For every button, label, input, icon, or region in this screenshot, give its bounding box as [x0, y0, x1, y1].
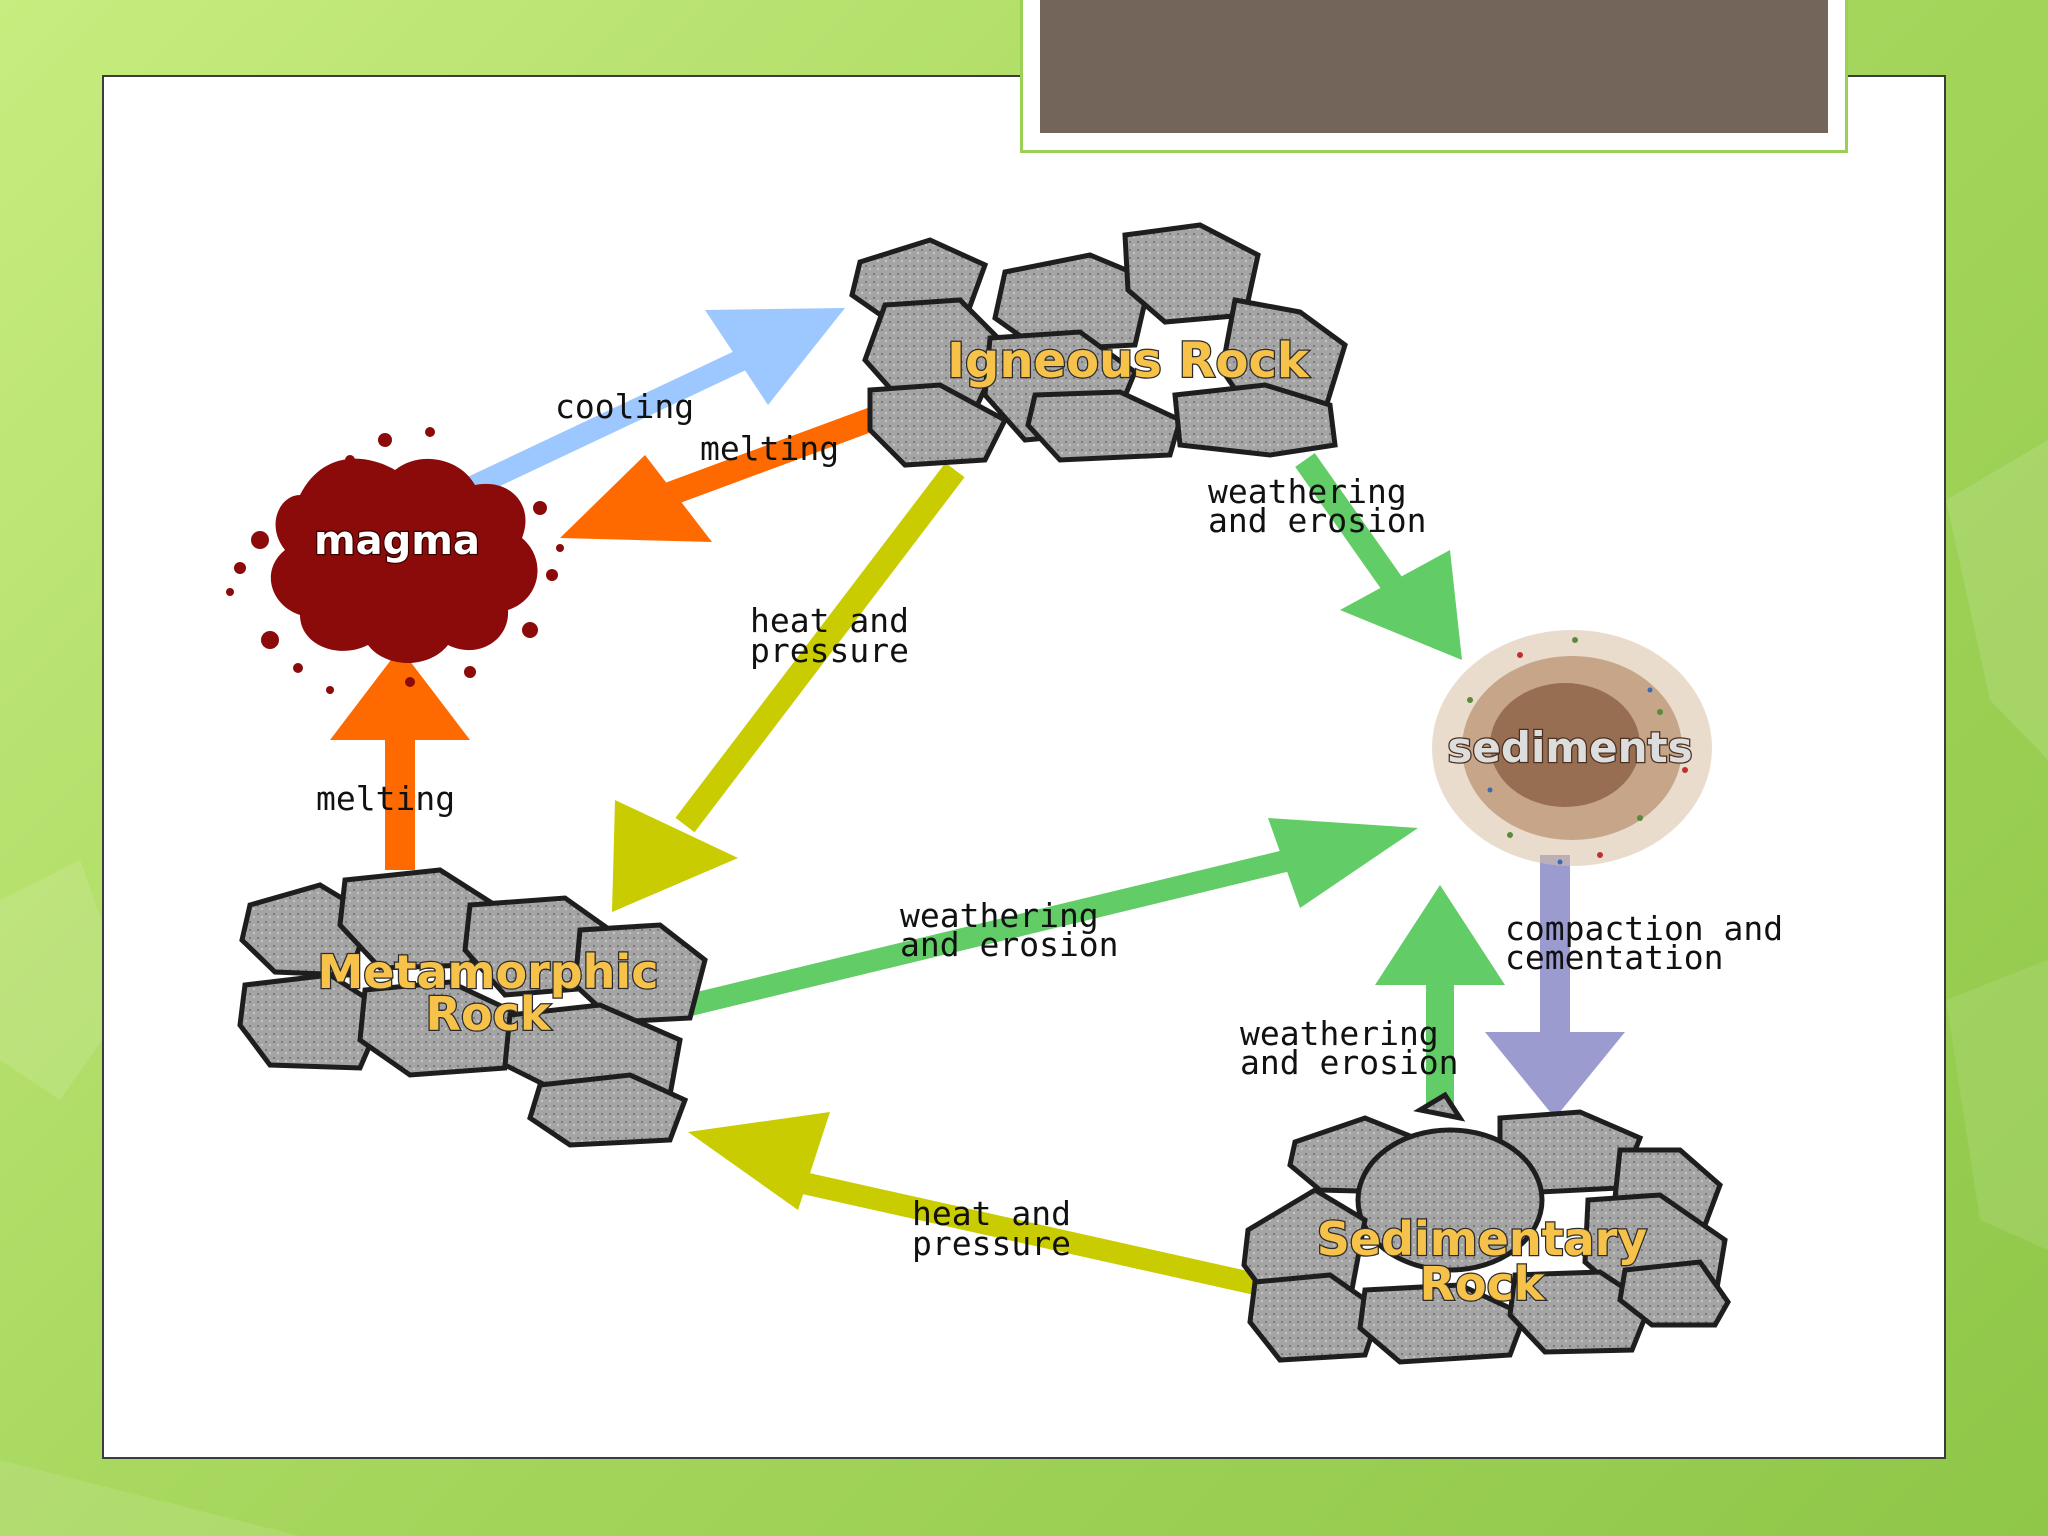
edge-label-heat-pressure-2-line2: pressure: [912, 1224, 1071, 1263]
arrow-weathering-3: [1375, 885, 1505, 1112]
arrow-melting-igneous: [560, 406, 880, 542]
metamorphic-rock-node: [237, 867, 708, 1148]
edge-label-weathering-3-line2: and erosion: [1240, 1043, 1459, 1082]
edge-label-weathering-2-line1: weathering: [900, 896, 1099, 935]
igneous-rock-node: [849, 222, 1348, 468]
sediments-node: [1432, 630, 1712, 866]
igneous-rock-label: Igneous Rock: [947, 333, 1310, 389]
edge-label-weathering-2-line2: and erosion: [900, 925, 1119, 964]
arrow-melting-metamorphic: [330, 648, 470, 870]
sediments-label: sediments: [1447, 723, 1692, 772]
edge-label-melting-metamorphic: melting: [316, 779, 455, 818]
edge-label-heat-pressure-1-line1: heat and: [750, 601, 909, 640]
title-bar: [1040, 0, 1828, 133]
sedimentary-rock-label-line2: Rock: [1420, 1257, 1546, 1311]
arrow-cooling: [465, 308, 845, 498]
arrow-heat-pressure-2: [688, 1112, 1263, 1296]
metamorphic-rock-label-line2: Rock: [426, 987, 552, 1041]
arrow-weathering-1: [1295, 453, 1462, 660]
edge-label-weathering-3-line1: weathering: [1240, 1014, 1439, 1053]
arrow-heat-pressure-1: [612, 462, 965, 912]
magma-label: magma: [314, 518, 480, 564]
edge-label-heat-pressure-2-line1: heat and: [912, 1194, 1071, 1233]
arrow-weathering-2: [687, 818, 1418, 1016]
edge-label-cooling: cooling: [555, 387, 694, 426]
magma-node: [226, 427, 564, 694]
edge-label-weathering-1-line1: weathering: [1208, 472, 1407, 511]
arrow-compaction: [1485, 855, 1625, 1118]
edge-label-compaction-line1: compaction and: [1505, 909, 1783, 948]
sedimentary-rock-node: [1241, 1091, 1731, 1365]
title-box: [1020, 0, 1848, 153]
edge-label-heat-pressure-1-line2: pressure: [750, 631, 909, 670]
sedimentary-rock-label-line1: Sedimentary: [1317, 1212, 1648, 1266]
edge-label-compaction-line2: cementation: [1505, 938, 1724, 977]
metamorphic-rock-label-line1: Metamorphic: [318, 945, 659, 999]
edge-label-weathering-1-line2: and erosion: [1208, 501, 1427, 540]
edge-label-melting-igneous: melting: [700, 429, 839, 468]
